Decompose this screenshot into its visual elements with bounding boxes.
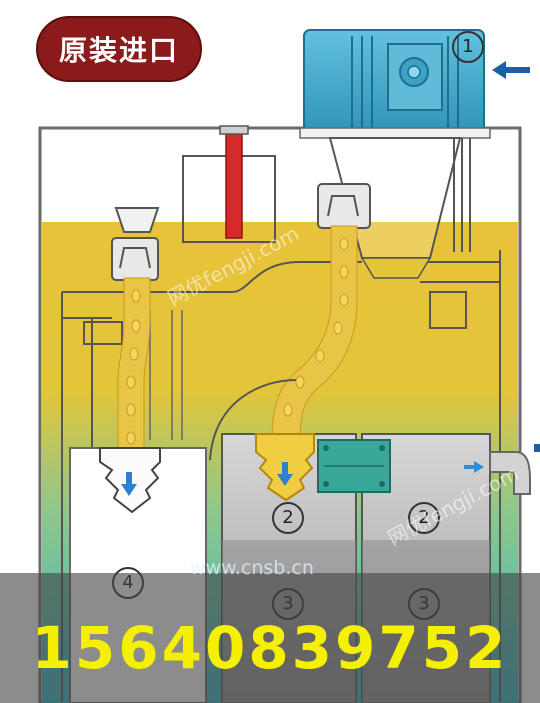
left-pump-cup (114, 207, 160, 233)
motor-base (299, 127, 491, 139)
hopper-cone (360, 257, 432, 279)
right-droplets (283, 237, 349, 417)
flow-channel (231, 261, 362, 293)
watermark-site: www.cnsb.cn (190, 557, 314, 579)
phone-number: 15640839752 (31, 614, 509, 682)
imported-badge: 原装进口 (36, 16, 202, 82)
marker-2-left: 2 (272, 502, 304, 534)
outlet-pipe (489, 451, 531, 495)
phone-band (0, 573, 540, 703)
left-pump-inlet (119, 247, 151, 269)
rotor-arc (209, 379, 297, 461)
small-window-right (429, 291, 467, 329)
right-pump-inlet (327, 195, 359, 217)
down-arrow-icon (121, 462, 293, 496)
outlet-arrow-icon (464, 444, 540, 473)
marker-2-right: 2 (408, 502, 440, 534)
left-pump-head (111, 237, 159, 281)
red-rod-cap (219, 125, 249, 135)
motor-shaft-core (407, 65, 421, 79)
marker-1: 1 (452, 31, 484, 63)
red-rod (225, 129, 243, 239)
small-window-left (83, 321, 123, 345)
left-droplets (126, 289, 141, 445)
right-coil (453, 138, 471, 252)
inlet-arrow-icon (492, 61, 530, 79)
right-pump-head (317, 183, 371, 229)
connector-bolts (323, 445, 385, 487)
